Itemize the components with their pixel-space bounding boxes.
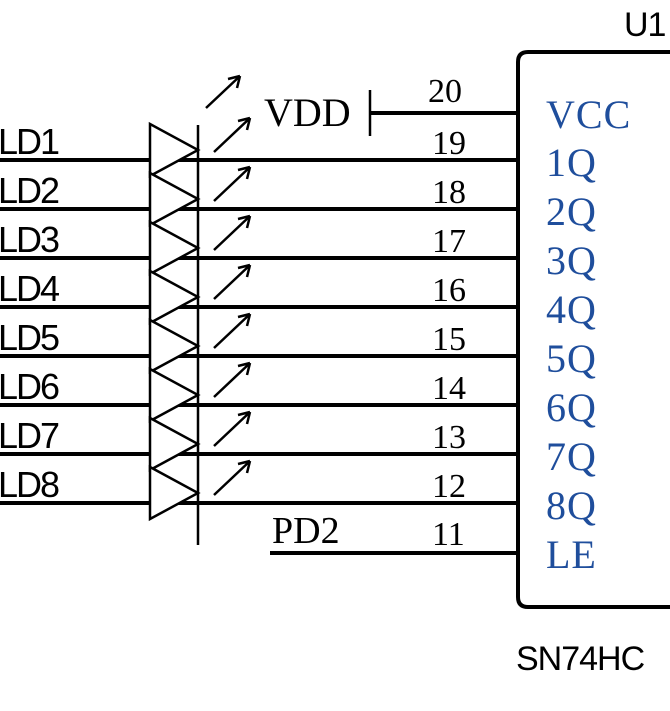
pin-name-3: 3Q <box>546 238 597 283</box>
pin-name-1: 1Q <box>546 140 597 185</box>
pin-name-2: 2Q <box>546 189 597 234</box>
ic-refdes: U1 <box>624 6 666 44</box>
net-label-3: LD3 <box>0 219 59 260</box>
pin-number-7: 13 <box>432 419 466 456</box>
led-4 <box>148 268 201 326</box>
led-light-arrow-8 <box>213 459 252 496</box>
led-light-arrow-4 <box>213 263 252 300</box>
pin-name-5: 5Q <box>546 336 597 381</box>
vdd-label: VDD <box>264 90 351 135</box>
led-7 <box>148 415 201 473</box>
ic-body <box>516 50 670 609</box>
pd2-label: PD2 <box>272 510 340 552</box>
led-light-arrow-6 <box>213 361 252 398</box>
led-6 <box>148 366 201 424</box>
ic-part-number: SN74HC <box>516 640 645 678</box>
led-light-arrow-5 <box>213 312 252 349</box>
pin-number-3: 17 <box>432 223 466 260</box>
pin-name-le: LE <box>546 532 597 577</box>
led-light-arrow-1 <box>213 116 252 153</box>
pin-number-le: 11 <box>432 516 465 553</box>
net-label-7: LD7 <box>0 415 59 456</box>
led-2 <box>148 170 201 228</box>
led-8 <box>148 464 201 522</box>
net-label-8: LD8 <box>0 464 59 505</box>
net-label-2: LD2 <box>0 170 59 211</box>
net-label-6: LD6 <box>0 366 59 407</box>
pin-name-4: 4Q <box>546 287 597 332</box>
led-light-arrow-7 <box>213 410 252 447</box>
pin-number-5: 15 <box>432 321 466 358</box>
pin-name-6: 6Q <box>546 385 597 430</box>
led-light-arrow-3 <box>213 214 252 251</box>
net-label-4: LD4 <box>0 268 59 309</box>
net-label-5: LD5 <box>0 317 59 358</box>
pin-name-7: 7Q <box>546 434 597 479</box>
pin-number-2: 18 <box>432 174 466 211</box>
led-rows: LD1 19 1Q LD2 18 2Q LD3 17 3Q LD4 16 4Q LD5 15 5Q LD6 14… <box>0 74 597 528</box>
pin-number-1: 19 <box>432 125 466 162</box>
pin-number-8: 12 <box>432 468 466 505</box>
pin-number-6: 14 <box>432 370 466 407</box>
pin-name-8: 8Q <box>546 483 597 528</box>
net-label-1: LD1 <box>0 121 59 162</box>
pin-number-4: 16 <box>432 272 466 309</box>
led-light-arrow-top <box>205 74 242 109</box>
pin-name-vcc: VCC <box>546 92 631 137</box>
led-5 <box>148 317 201 375</box>
led-light-arrow-2 <box>213 165 252 202</box>
led-1 <box>148 121 201 179</box>
led-3 <box>148 219 201 277</box>
pin-number-vcc: 20 <box>428 73 462 110</box>
